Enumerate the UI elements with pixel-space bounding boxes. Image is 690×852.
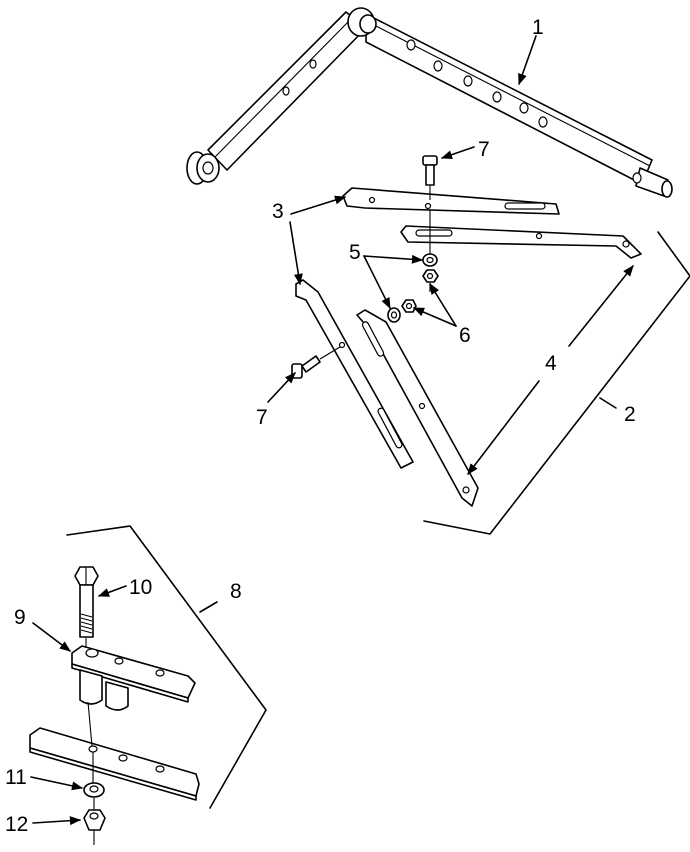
callout-7-lower: 7 (256, 406, 268, 429)
washer-lower-part-5 (387, 307, 401, 323)
bracket-assembly-part-2 (295, 187, 642, 507)
leader-lines (30, 35, 634, 826)
top-link-part-1 (186, 7, 673, 198)
callout-9: 9 (14, 606, 26, 629)
bolt-lower-part-7 (291, 346, 341, 379)
nut-lower-part-6 (401, 299, 417, 313)
callout-4: 4 (545, 352, 557, 375)
callout-1: 1 (532, 16, 544, 39)
bracket-2 (423, 231, 690, 535)
spacer-assembly-part-8 (29, 566, 200, 845)
callout-6: 6 (459, 324, 471, 347)
washer-upper-part-5 (422, 253, 438, 267)
nut-upper-part-6 (422, 269, 439, 292)
callout-8: 8 (230, 580, 242, 603)
callout-7-upper: 7 (478, 138, 490, 161)
bolt-upper-part-7 (422, 155, 438, 256)
callout-3: 3 (272, 200, 284, 223)
callout-12: 12 (5, 813, 28, 836)
callout-11: 11 (5, 766, 27, 789)
callout-10: 10 (129, 576, 152, 599)
bracket-8 (66, 525, 267, 809)
callout-2: 2 (624, 403, 636, 426)
callout-5: 5 (349, 241, 361, 264)
